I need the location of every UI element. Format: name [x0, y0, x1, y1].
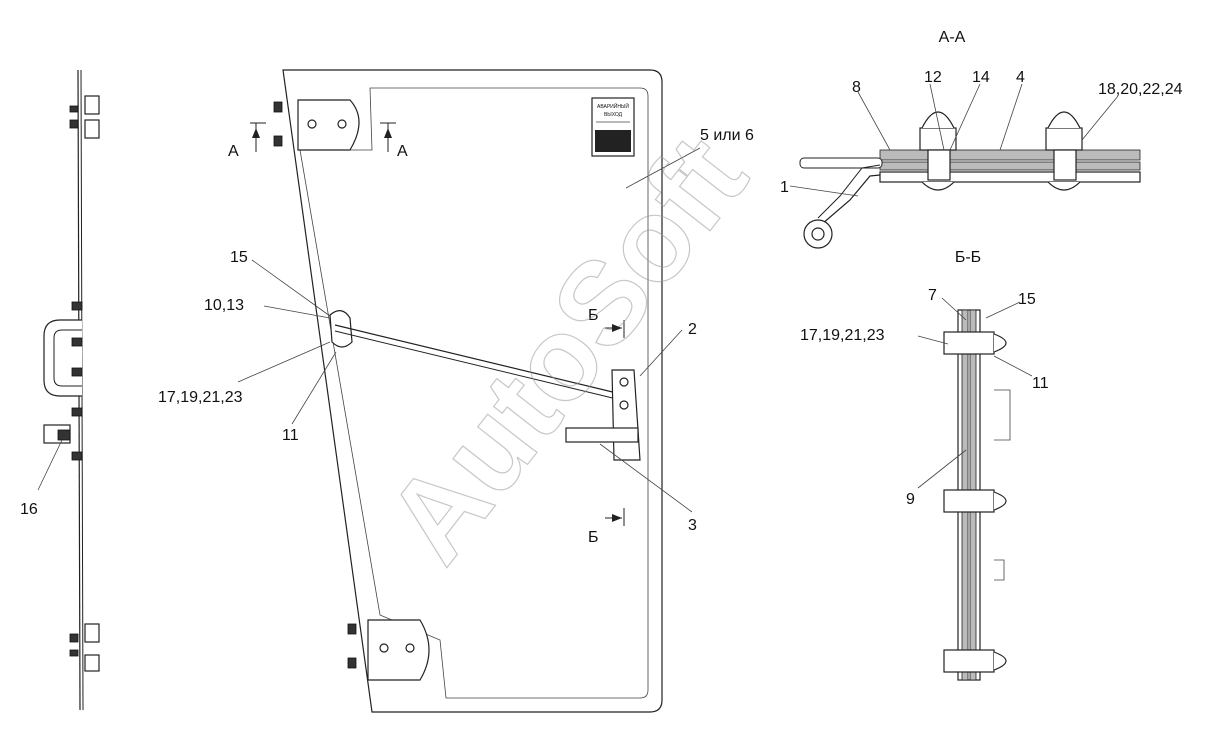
emergency-exit-sign-line1: АВАРИЙНЫЙ [597, 102, 629, 110]
label-part-11-main: 11 [282, 427, 299, 444]
part-labels: А-А Б-Б А А Б Б 1 2 3 4 5 или 6 7 8 9 10… [20, 29, 1183, 546]
door-side-view [43, 69, 100, 711]
label-part-11-bb: 11 [1032, 375, 1049, 392]
label-part-7: 7 [928, 287, 937, 304]
label-part-1: 1 [780, 179, 789, 196]
section-bb-title: Б-Б [955, 249, 981, 266]
label-part-2: 2 [688, 321, 697, 338]
section-bb-view [943, 309, 1011, 681]
emergency-exit-sign-line2: ВЫХОД [604, 112, 623, 118]
door-front-view [273, 69, 663, 713]
label-part-4: 4 [1016, 69, 1025, 86]
section-aa-view [799, 111, 1141, 249]
label-part-5-6: 5 или 6 [700, 127, 754, 144]
leader-lines [37, 83, 1119, 513]
cut-arrows [252, 128, 622, 522]
label-part-9: 9 [906, 491, 915, 508]
label-part-15-main: 15 [230, 249, 248, 266]
label-part-10-13: 10,13 [204, 297, 244, 314]
label-part-12: 12 [924, 69, 942, 86]
cut-label-b-bottom: Б [588, 529, 599, 546]
label-part-3: 3 [688, 517, 697, 534]
label-part-8: 8 [852, 79, 861, 96]
label-part-17-main: 17,19,21,23 [158, 389, 243, 406]
cut-label-a-left: А [228, 143, 239, 160]
label-part-18: 18,20,22,24 [1098, 81, 1183, 98]
label-part-17-bb: 17,19,21,23 [800, 327, 885, 344]
section-aa-title: А-А [939, 29, 966, 46]
label-part-16: 16 [20, 501, 38, 518]
label-part-14: 14 [972, 69, 990, 86]
cut-label-a-right: А [397, 143, 408, 160]
cut-label-b-top: Б [588, 307, 599, 324]
label-part-15-bb: 15 [1018, 291, 1036, 308]
